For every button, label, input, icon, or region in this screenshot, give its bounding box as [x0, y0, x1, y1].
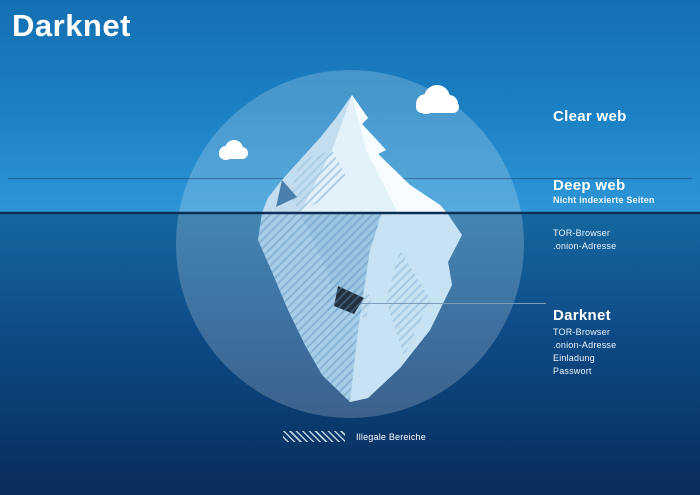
page-title: Darknet — [12, 8, 131, 43]
hatch-swatch-icon — [283, 431, 345, 442]
iceberg-above-water — [262, 95, 447, 213]
iceberg-below-water — [258, 213, 462, 402]
darknet-label: Darknet — [553, 307, 611, 324]
darknet-item: TOR-Browser — [553, 327, 611, 337]
deep-web-label: Deep web — [553, 177, 626, 194]
legend: Illegale Bereiche — [283, 431, 426, 442]
darknet-item: Einladung — [553, 353, 595, 363]
clear-web-label: Clear web — [553, 108, 627, 125]
legend-label: Illegale Bereiche — [356, 431, 426, 442]
darknet-item: Passwort — [553, 366, 592, 376]
darknet-items: TOR-Browser .onion-Adresse Einladung Pas… — [553, 326, 616, 378]
deep-web-subtitle: Nicht indexierte Seiten — [553, 195, 655, 205]
deep-web-items: TOR-Browser .onion-Adresse — [553, 227, 616, 253]
deep-web-item: TOR-Browser — [553, 228, 611, 238]
cave-shape — [326, 278, 372, 318]
darknet-item: .onion-Adresse — [553, 340, 617, 350]
cloud-right-icon — [416, 85, 459, 114]
cloud-left-icon — [219, 140, 248, 160]
deep-web-item: .onion-Adresse — [553, 241, 617, 251]
